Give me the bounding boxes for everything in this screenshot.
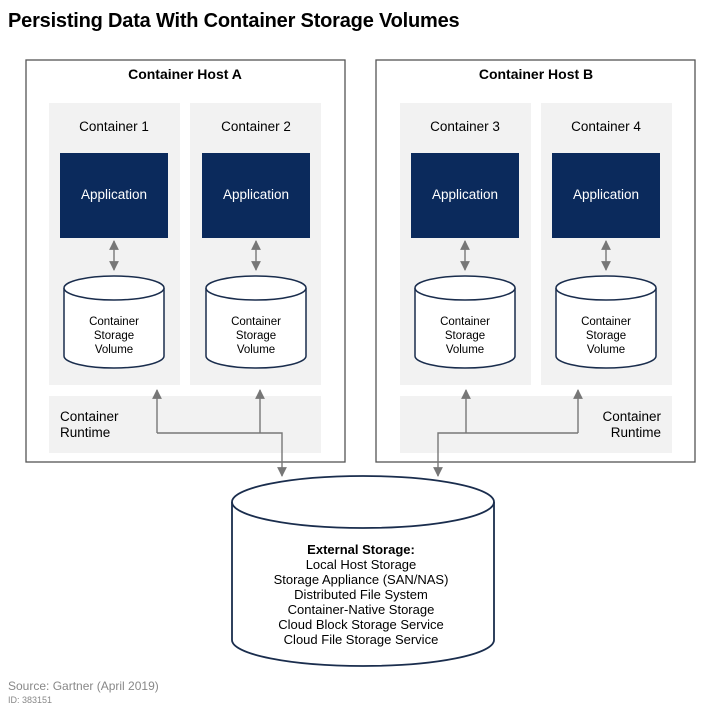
container-2-label: Container 2	[221, 119, 291, 134]
container-4-application	[552, 153, 660, 238]
connector-host-b	[433, 389, 583, 477]
external-storage-item: Storage Appliance (SAN/NAS)	[274, 572, 449, 587]
container-3-application	[411, 153, 519, 238]
container-2-application-label: Application	[223, 187, 289, 202]
svg-text:Container: Container	[60, 409, 119, 424]
document-id: ID: 383151	[8, 695, 53, 705]
external-storage-item: Cloud File Storage Service	[284, 632, 439, 647]
svg-text:Container: Container	[581, 316, 631, 328]
host-b: Container Host B Container 3 Application…	[375, 59, 696, 463]
svg-text:Storage: Storage	[445, 330, 485, 342]
connector-host-a	[152, 389, 287, 477]
host-a: Container Host A Container 1 Application…	[25, 59, 346, 463]
container-3-label: Container 3	[430, 119, 500, 134]
svg-text:Storage: Storage	[586, 330, 626, 342]
svg-text:Volume: Volume	[237, 344, 275, 356]
svg-text:Container: Container	[231, 316, 281, 328]
container-3: Container 3 Application Container Storag…	[400, 103, 531, 385]
source-note: Source: Gartner (April 2019)	[8, 679, 159, 693]
container-1-application-label: Application	[81, 187, 147, 202]
container-3-storage-volume: Container Storage Volume	[414, 275, 516, 369]
container-runtime-a: Container Runtime	[49, 396, 321, 453]
svg-text:Runtime: Runtime	[611, 425, 661, 440]
svg-text:Storage: Storage	[94, 330, 134, 342]
svg-text:Container: Container	[440, 316, 490, 328]
container-1-storage-volume: Container Storage Volume	[63, 275, 165, 369]
container-2-application	[202, 153, 310, 238]
host-a-label: Container Host A	[128, 66, 242, 82]
svg-text:Volume: Volume	[446, 344, 484, 356]
container-2-storage-volume: Container Storage Volume	[205, 275, 307, 369]
container-runtime-b: Container Runtime	[400, 396, 672, 453]
external-storage-item: Local Host Storage	[306, 557, 417, 572]
svg-text:Container: Container	[602, 409, 661, 424]
host-b-label: Container Host B	[479, 66, 593, 82]
container-1-label: Container 1	[79, 119, 149, 134]
container-4-application-label: Application	[573, 187, 639, 202]
container-1-application	[60, 153, 168, 238]
svg-text:Container: Container	[89, 316, 139, 328]
container-4-storage-volume: Container Storage Volume	[555, 275, 657, 369]
container-1: Container 1 Application Container Storag…	[49, 103, 180, 385]
container-3-application-label: Application	[432, 187, 498, 202]
container-4: Container 4 Application Container Storag…	[541, 103, 672, 385]
page-title: Persisting Data With Container Storage V…	[8, 10, 460, 32]
svg-text:Volume: Volume	[587, 344, 625, 356]
svg-text:Storage: Storage	[236, 330, 276, 342]
external-storage-item: Container-Native Storage	[288, 602, 435, 617]
container-4-label: Container 4	[571, 119, 641, 134]
svg-text:Volume: Volume	[95, 344, 133, 356]
container-2: Container 2 Application Container Storag…	[190, 103, 321, 385]
external-storage-item: Cloud Block Storage Service	[278, 617, 443, 632]
external-storage-heading: External Storage:	[307, 542, 415, 557]
external-storage-item: Distributed File System	[294, 587, 428, 602]
external-storage: External Storage: Local Host Storage Sto…	[231, 475, 495, 667]
svg-text:Runtime: Runtime	[60, 425, 110, 440]
